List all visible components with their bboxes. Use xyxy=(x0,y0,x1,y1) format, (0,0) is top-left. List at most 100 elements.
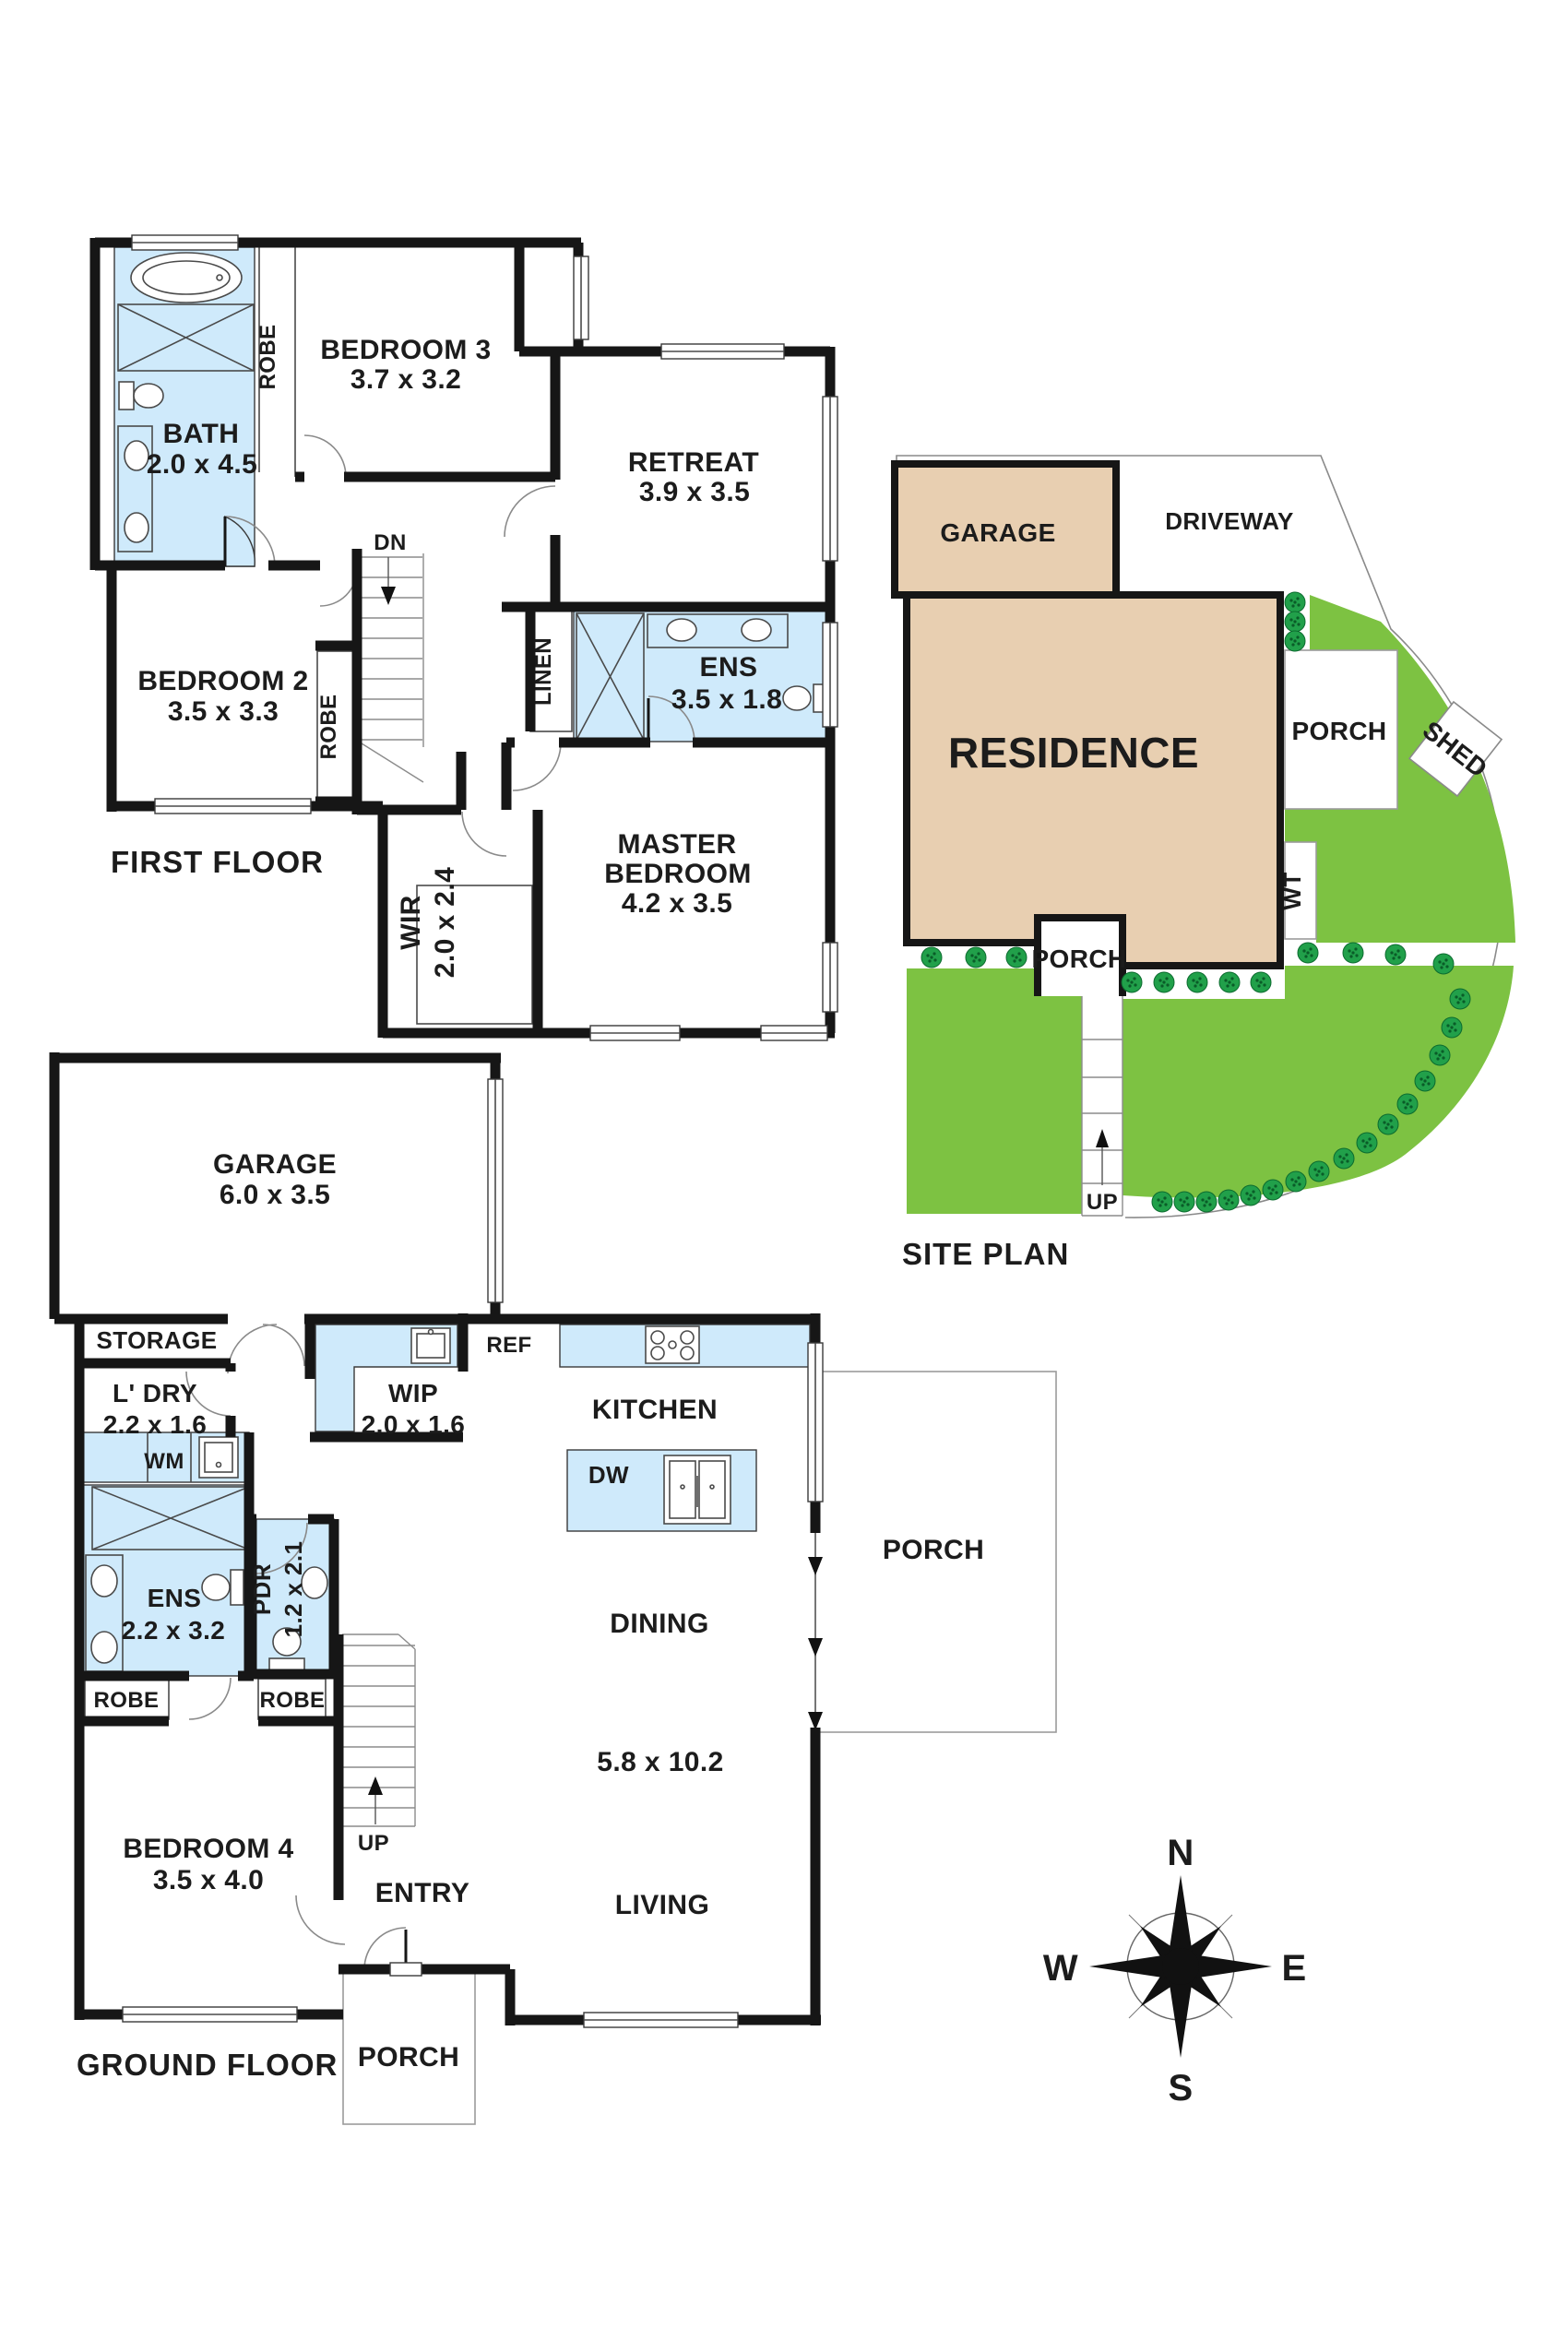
tree-icon xyxy=(1432,953,1455,975)
ff-stairs xyxy=(361,553,424,783)
gf-shower-icon xyxy=(91,1486,250,1550)
gf-up-label: UP xyxy=(358,1831,389,1856)
bedroom4-door-arc xyxy=(295,1895,346,1945)
tree-icon xyxy=(1173,1191,1195,1213)
ldry-label: L' DRY xyxy=(113,1379,197,1408)
open-wall-arrows xyxy=(808,1533,823,1730)
tree-icon xyxy=(1262,1179,1284,1201)
gf-ens-label: ENS xyxy=(148,1584,202,1612)
site-porch-east xyxy=(1284,649,1398,810)
wir-fitout xyxy=(416,885,533,1025)
site-plan: GARAGE DRIVEWAY RESIDENCE PORCH SHED WT … xyxy=(891,455,1515,1271)
bathtub-icon xyxy=(130,252,243,303)
tree-icon xyxy=(1396,1093,1419,1115)
bath-label: BATH xyxy=(163,419,240,449)
tree-icon xyxy=(1218,971,1241,993)
up-arrow-icon xyxy=(368,1776,383,1795)
wir-dims: 2.0 x 2.4 xyxy=(430,867,460,978)
up-arrow-icon xyxy=(1096,1129,1109,1147)
wt-label: WT xyxy=(1278,872,1306,909)
site-garage-label: GARAGE xyxy=(940,518,1055,547)
ldry-dims: 2.2 x 1.6 xyxy=(103,1410,208,1439)
wm-sink-icon xyxy=(147,1432,239,1482)
tree-icon xyxy=(921,946,943,968)
tree-icon xyxy=(1240,1184,1262,1206)
master-label-1: MASTER xyxy=(617,829,736,860)
ens-door-arc xyxy=(647,695,695,743)
bedroom4-label: BEDROOM 4 xyxy=(123,1834,293,1864)
dn-label: DN xyxy=(374,530,406,555)
open-plan-dims: 5.8 x 10.2 xyxy=(597,1747,723,1777)
ground-floor-plan: GARAGE 6.0 x 3.5 STORAGE L' DRY 2.2 x 1.… xyxy=(49,1052,1057,2125)
toilet-icon xyxy=(118,381,164,410)
tree-icon xyxy=(1195,1191,1218,1213)
tree-icon xyxy=(1384,944,1407,966)
site-up-label: UP xyxy=(1087,1190,1118,1215)
compass-west-label: W xyxy=(1043,1948,1078,1989)
linen-label: LINEN xyxy=(531,637,556,706)
site-plan-title: SITE PLAN xyxy=(902,1237,1069,1271)
gf-porch-east-label: PORCH xyxy=(883,1535,984,1565)
tree-icon xyxy=(1186,971,1208,993)
bath-dims: 2.0 x 4.5 xyxy=(147,449,257,480)
site-porch-south xyxy=(1034,914,1126,996)
tree-icon xyxy=(1414,1070,1436,1092)
tree-icon xyxy=(1284,611,1306,633)
ground-floor-walls xyxy=(49,1052,821,2025)
tree-icon xyxy=(1284,630,1306,652)
island-sink-icon xyxy=(663,1455,731,1525)
wip-dims: 2.0 x 1.6 xyxy=(362,1410,466,1439)
grass-north-east xyxy=(1285,595,1515,943)
ff-windows xyxy=(131,234,838,1041)
compass-south-label: S xyxy=(1168,2068,1193,2108)
living-label: LIVING xyxy=(615,1890,709,1920)
master-label-2: BEDROOM xyxy=(604,859,751,889)
ens-label: ENS xyxy=(700,652,758,683)
front-door-sill xyxy=(389,1962,422,1977)
bedroom2-door-arc xyxy=(319,568,358,607)
pdr-label: PDR xyxy=(248,1563,276,1615)
front-door-arc xyxy=(363,1927,407,1970)
tree-icon xyxy=(1333,1147,1355,1170)
gf-ens-door-arc xyxy=(188,1677,232,1720)
wir-label: WIR xyxy=(396,895,426,950)
ens-vanity-icon xyxy=(647,613,789,648)
retreat-door-arc xyxy=(504,485,556,538)
tree-icon xyxy=(1441,1016,1463,1039)
tree-icon xyxy=(1308,1160,1330,1182)
driveway-label: DRIVEWAY xyxy=(1165,507,1294,535)
gf-doors xyxy=(185,1324,408,1970)
compass-rose-icon: N W E S xyxy=(1043,1833,1306,2108)
site-porch-south-label: PORCH xyxy=(1031,944,1126,973)
compass-north-label: N xyxy=(1167,1833,1194,1873)
pdr-door-arc xyxy=(255,1522,308,1574)
tree-icon xyxy=(1218,1189,1240,1211)
ens-dims: 3.5 x 1.8 xyxy=(671,684,782,715)
vanity-basins-icon xyxy=(117,425,153,552)
bedroom2-label: BEDROOM 2 xyxy=(137,666,308,696)
robe-left-label: ROBE xyxy=(94,1688,160,1713)
site-water-tank xyxy=(1284,841,1317,940)
tree-icon xyxy=(1285,1170,1307,1193)
wir-door-arc xyxy=(461,811,507,857)
storage-label: STORAGE xyxy=(97,1326,218,1354)
tree-icon xyxy=(1005,946,1028,968)
tree-icon xyxy=(1151,1191,1173,1213)
bedroom2-dims: 3.5 x 3.3 xyxy=(168,696,279,727)
first-floor-title: FIRST FLOOR xyxy=(111,845,324,879)
tree-icon xyxy=(1356,1132,1378,1154)
bedroom3-door-arc xyxy=(303,434,347,478)
wm-label: WM xyxy=(144,1449,184,1474)
tree-icon xyxy=(1297,942,1319,964)
site-residence xyxy=(903,591,1284,969)
laundry-door-arc xyxy=(185,1371,232,1417)
site-steps-path xyxy=(1081,996,1123,1217)
wip-label: WIP xyxy=(388,1379,438,1408)
grass-south-west xyxy=(907,968,1082,1214)
robe-right-label: ROBE xyxy=(260,1688,326,1713)
tree-icon xyxy=(1284,591,1306,613)
tree-icon xyxy=(1250,971,1272,993)
retreat-dims: 3.9 x 3.5 xyxy=(639,477,750,507)
compass-east-label: E xyxy=(1281,1948,1306,1989)
